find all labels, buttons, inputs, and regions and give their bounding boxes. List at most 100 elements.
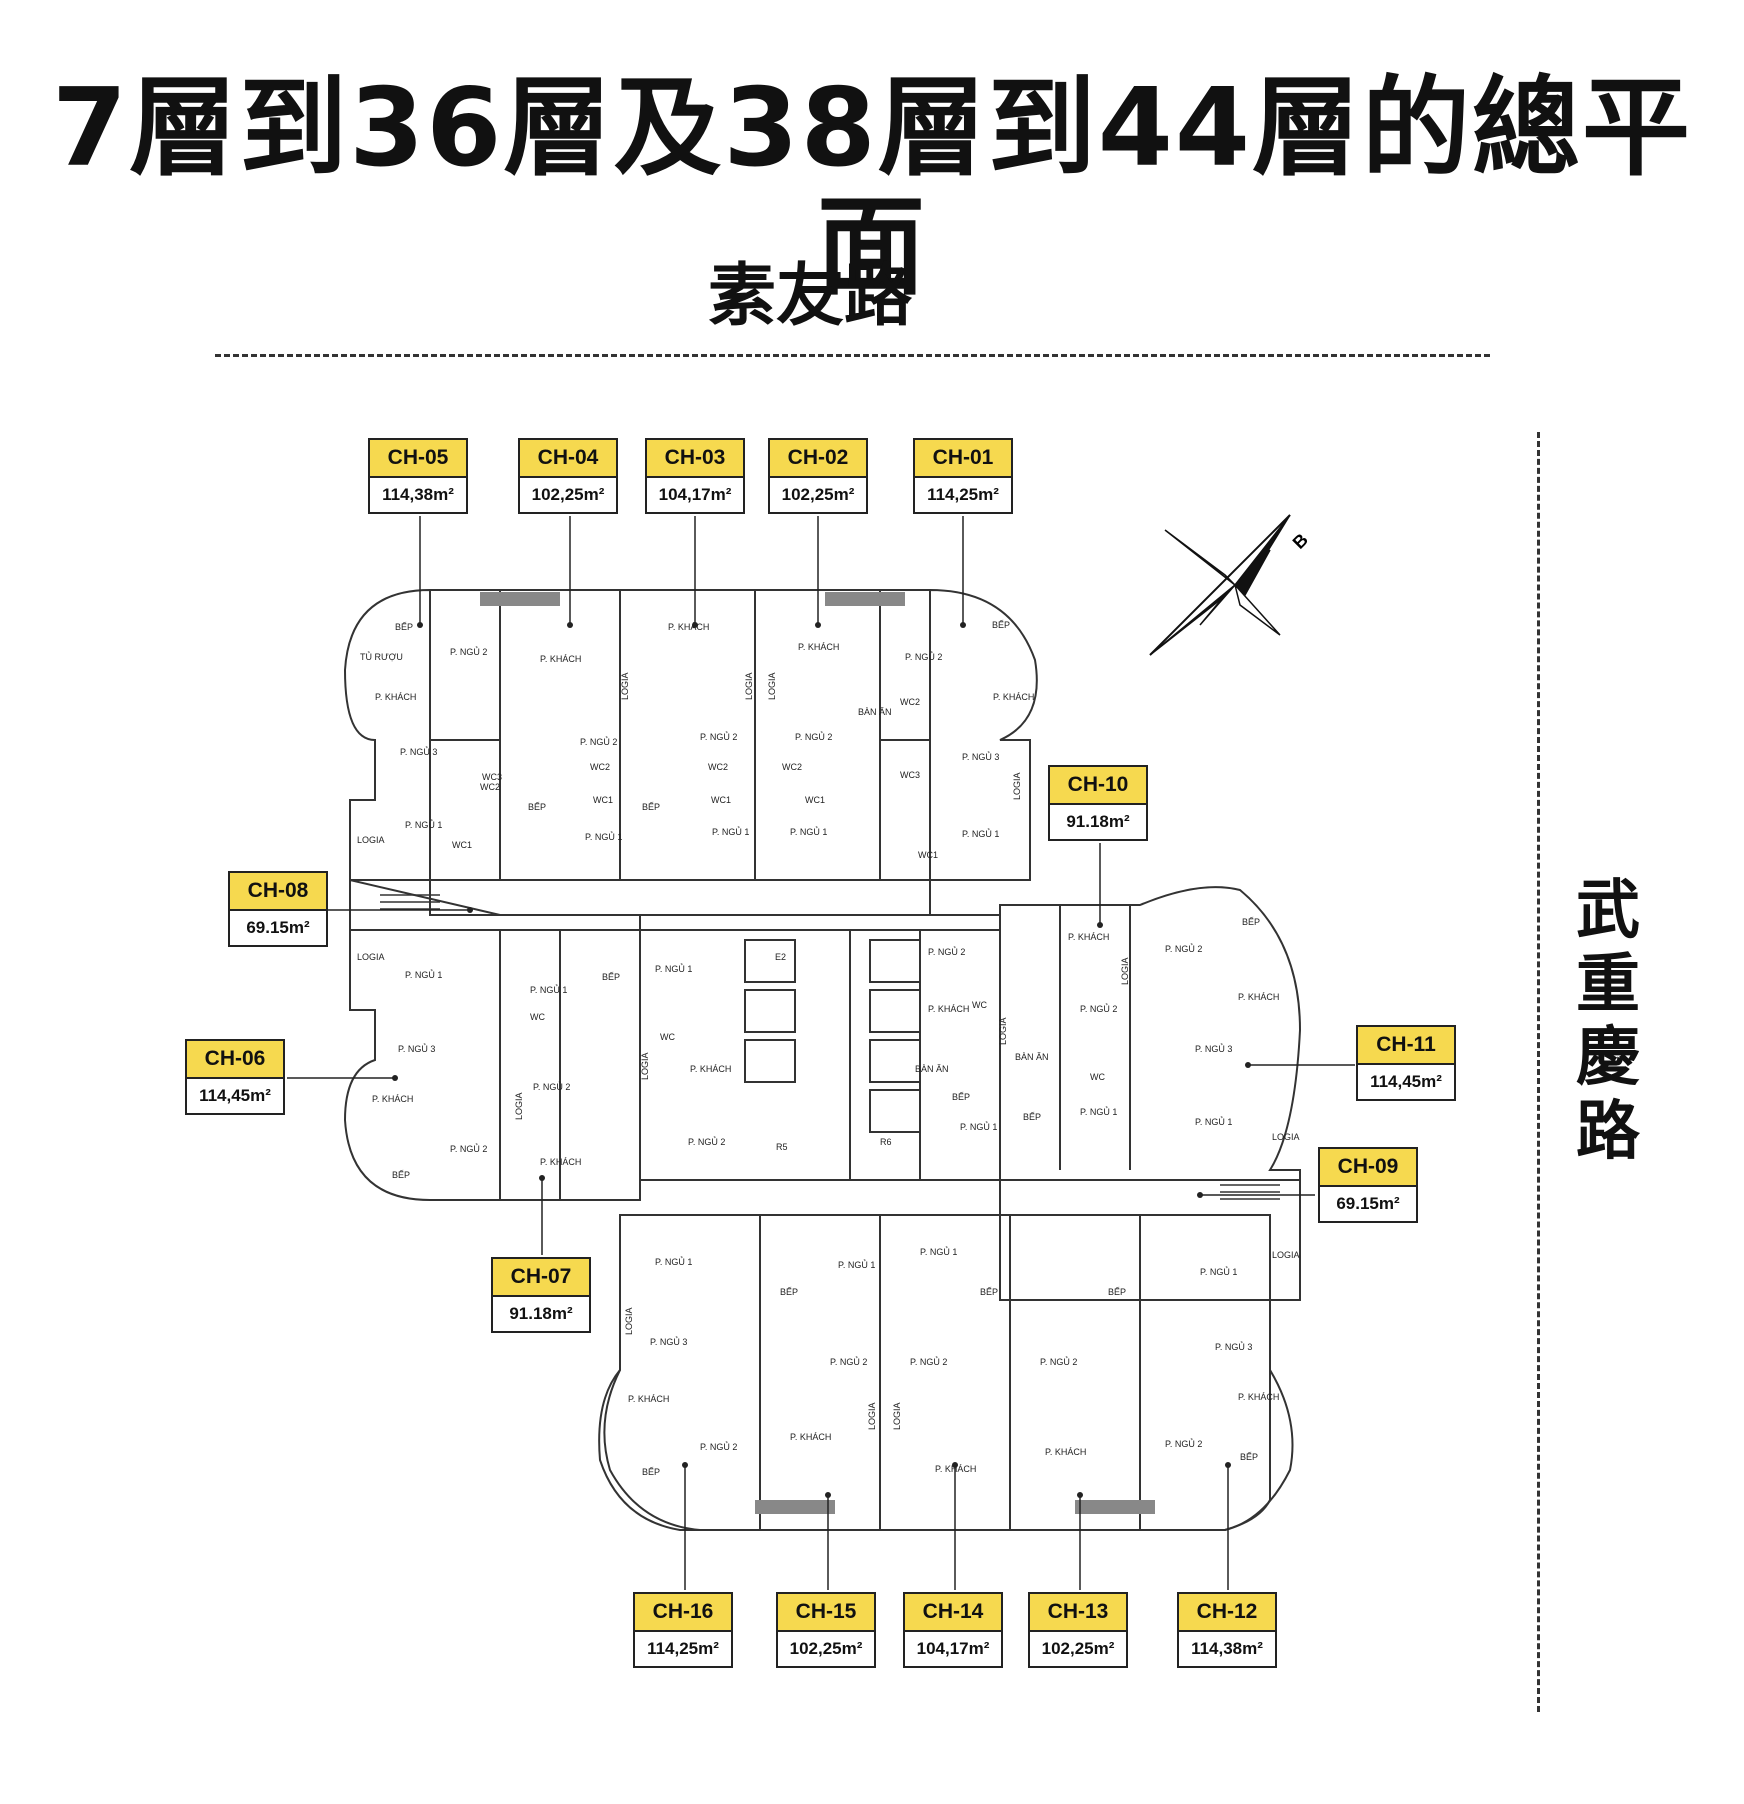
road-name-right-char: 慶 <box>1576 1021 1640 1096</box>
leader-dot <box>952 1462 958 1468</box>
compass-ray <box>1234 584 1281 636</box>
room-label: P. NGỦ 1 <box>530 984 567 995</box>
room-label: WC2 <box>480 782 500 792</box>
room-label: P. NGỦ 2 <box>910 1356 947 1367</box>
leader-dot <box>1097 922 1103 928</box>
room-label: P. NGỦ 2 <box>1080 1003 1117 1014</box>
compass-label: B <box>1289 529 1312 552</box>
road-name-right-char: 路 <box>1576 1094 1640 1169</box>
room-label: P. NGỦ 2 <box>830 1356 867 1367</box>
compass-ray <box>1233 549 1271 597</box>
room-label: BẾP <box>952 1092 970 1102</box>
room-label: P. KHÁCH <box>540 654 581 664</box>
leader-dot <box>567 622 573 628</box>
room-label: LOGIA <box>744 672 754 700</box>
room-label: LOGIA <box>514 1092 524 1120</box>
plan-wall-ch12 <box>1224 1369 1294 1531</box>
room-label: P. NGỦ 1 <box>405 969 442 980</box>
plan-wall-right-mid <box>999 886 1302 1301</box>
room-label: WC <box>1090 1072 1105 1082</box>
plan-elevator <box>744 939 796 983</box>
unit-code: CH-16 <box>635 1594 731 1632</box>
road-boundary-right <box>1537 432 1540 1712</box>
room-label: BẾP <box>1242 917 1260 927</box>
leader-dot <box>539 1175 545 1181</box>
unit-label-ch04: CH-04 102,25m² <box>518 438 618 514</box>
room-label: P. NGỦ 2 <box>905 651 942 662</box>
room-label: LOGIA <box>624 1307 634 1335</box>
unit-label-ch10: CH-10 91.18m² <box>1048 765 1148 841</box>
room-label: P. NGỦ 3 <box>1195 1043 1232 1054</box>
unit-label-ch05: CH-05 114,38m² <box>368 438 468 514</box>
room-label: LOGIA <box>867 1402 877 1430</box>
leader-dot <box>692 622 698 628</box>
leader-dot <box>467 907 473 913</box>
unit-area: 69.15m² <box>1336 1194 1400 1213</box>
unit-area: 104,17m² <box>658 485 732 504</box>
unit-code: CH-05 <box>370 440 466 478</box>
unit-area: 104,17m² <box>916 1639 990 1658</box>
room-label: BÀN ĂN <box>915 1064 949 1074</box>
room-label: P. NGỦ 1 <box>1200 1266 1237 1277</box>
room-label: P. NGỦ 1 <box>585 831 622 842</box>
leader-dot <box>1245 1062 1251 1068</box>
room-label: BẾP <box>1023 1112 1041 1122</box>
room-label: WC1 <box>452 840 472 850</box>
unit-code: CH-14 <box>905 1594 1001 1632</box>
unit-label-ch01: CH-01 114,25m² <box>913 438 1013 514</box>
room-label: P. NGỦ 2 <box>1040 1356 1077 1367</box>
room-label: P. NGỦ 3 <box>1215 1341 1252 1352</box>
room-label: WC <box>972 1000 987 1010</box>
plan-wall-ch01 <box>879 588 1038 881</box>
room-label: BÀN ĂN <box>1015 1052 1049 1062</box>
unit-label-ch08: CH-08 69.15m² <box>228 871 328 947</box>
room-label: P. NGỦ 1 <box>655 963 692 974</box>
room-label: TỦ RƯỢU <box>360 651 403 662</box>
unit-area: 91.18m² <box>509 1304 573 1323</box>
plan-wall-ch16 <box>603 1369 701 1531</box>
room-label: WC <box>660 1032 675 1042</box>
room-label: P. NGỦ 2 <box>795 731 832 742</box>
leader-dot <box>1077 1492 1083 1498</box>
room-label: E2 <box>775 952 786 962</box>
compass-axis <box>1149 514 1291 656</box>
leader-dot <box>682 1462 688 1468</box>
room-label: BẾP <box>1108 1287 1126 1297</box>
leader-dot <box>392 1075 398 1081</box>
room-label: P. KHÁCH <box>790 1432 831 1442</box>
room-label: LOGIA <box>1120 957 1130 985</box>
unit-label-ch02: CH-02 102,25m² <box>768 438 868 514</box>
room-label: LOGIA <box>357 835 385 845</box>
unit-area: 114,38m² <box>382 485 454 504</box>
room-label: P. KHÁCH <box>372 1094 413 1104</box>
plan-elevator <box>869 1039 921 1083</box>
unit-area: 91.18m² <box>1066 812 1130 831</box>
room-label: P. NGỦ 2 <box>533 1081 570 1092</box>
room-label: BẾP <box>602 972 620 982</box>
unit-label-ch16: CH-16 114,25m² <box>633 1592 733 1668</box>
unit-code: CH-03 <box>647 440 743 478</box>
room-label: P. KHÁCH <box>628 1394 669 1404</box>
unit-code: CH-06 <box>187 1041 283 1079</box>
room-label: P. NGỦ 1 <box>712 826 749 837</box>
room-label: P. KHÁCH <box>668 622 709 632</box>
room-label: P. NGỦ 2 <box>700 1441 737 1452</box>
unit-code: CH-01 <box>915 440 1011 478</box>
unit-area: 114,45m² <box>1370 1072 1442 1091</box>
room-label: LOGIA <box>640 1052 650 1080</box>
room-label: P. KHÁCH <box>690 1064 731 1074</box>
room-label: P. KHÁCH <box>375 692 416 702</box>
room-label: WC2 <box>900 697 920 707</box>
room-label: BẾP <box>528 802 546 812</box>
room-label: LOGIA <box>1272 1132 1300 1142</box>
north-arrow-icon: B <box>1149 514 1312 656</box>
room-label: WC1 <box>593 795 613 805</box>
room-label: BẾP <box>980 1287 998 1297</box>
unit-area: 102,25m² <box>531 485 605 504</box>
plan-wall-left-mid <box>343 878 641 1201</box>
room-label: P. NGỦ 2 <box>580 736 617 747</box>
room-label: R5 <box>776 1142 788 1152</box>
room-label: P. NGỦ 2 <box>1165 943 1202 954</box>
unit-code: CH-11 <box>1358 1027 1454 1065</box>
